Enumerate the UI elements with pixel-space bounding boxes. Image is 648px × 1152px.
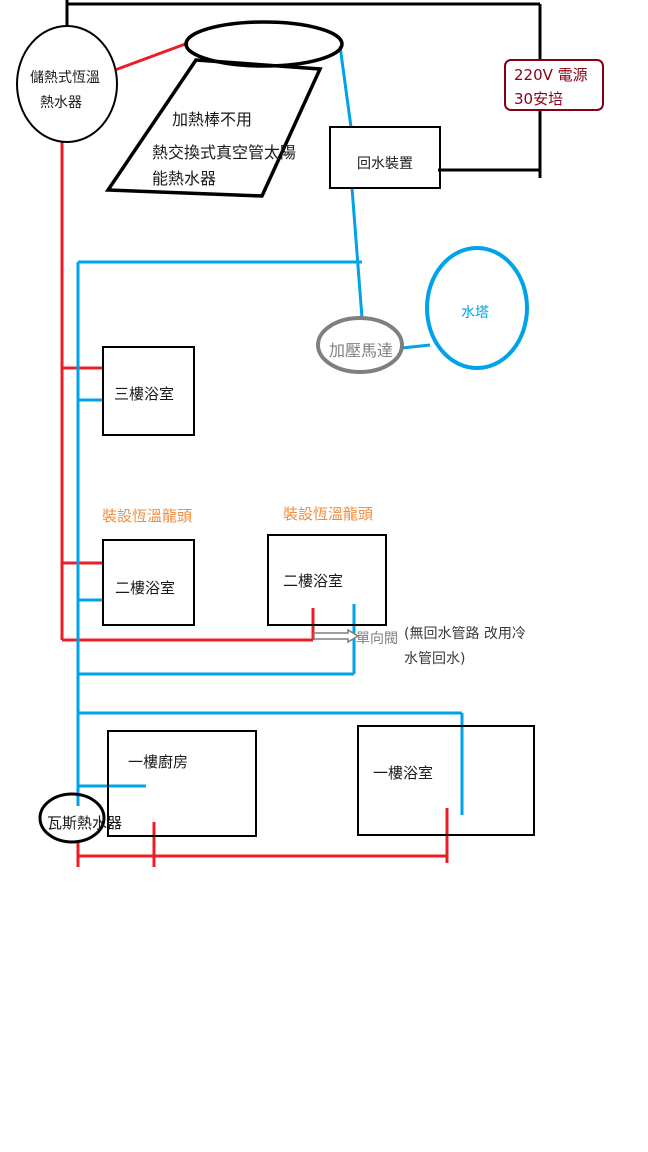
power-supply-label-2: 30安培 bbox=[514, 90, 563, 108]
check-valve-note-2: 水管回水) bbox=[404, 651, 465, 667]
power-supply-box bbox=[504, 59, 604, 111]
check-valve-arrow-icon bbox=[313, 628, 360, 644]
check-valve-label: 單向閥 bbox=[356, 631, 398, 647]
bath-2f-left-note: 裝設恆溫龍頭 bbox=[102, 507, 192, 525]
power-wiring bbox=[65, 0, 542, 178]
solar-heater-label-1: 加熱棒不用 bbox=[172, 110, 252, 129]
bath-2f-left-label: 二樓浴室 bbox=[115, 579, 175, 597]
storage-heater-label-2: 熱水器 bbox=[40, 95, 82, 111]
kitchen-1f-box bbox=[107, 730, 257, 837]
return-device-box bbox=[329, 126, 441, 189]
bath-2f-right-box bbox=[267, 534, 387, 626]
water-tower-shape bbox=[425, 246, 529, 370]
solar-heater-label-3: 能熱水器 bbox=[152, 169, 216, 188]
kitchen-1f-label: 一樓廚房 bbox=[128, 753, 188, 771]
storage-heater-shape bbox=[16, 25, 118, 143]
cold-pipe-return-to-pump bbox=[350, 187, 364, 319]
bath-2f-right-note: 裝設恆溫龍頭 bbox=[283, 505, 373, 523]
bath-2f-right-label: 二樓浴室 bbox=[283, 572, 343, 590]
cold-water-pipes bbox=[76, 45, 464, 815]
booster-pump-shape bbox=[316, 316, 404, 374]
power-supply-label-1: 220V 電源 bbox=[514, 66, 588, 84]
cold-pipe-solar-to-return bbox=[338, 45, 353, 128]
hot-water-pipes bbox=[60, 41, 449, 867]
storage-heater-label-1: 儲熱式恆溫 bbox=[30, 70, 100, 86]
bath-2f-left-box bbox=[102, 539, 195, 626]
solar-heater-label-2: 熱交換式真空管太陽 bbox=[152, 143, 296, 162]
gas-heater-shape bbox=[38, 792, 106, 844]
hot-pipe-heater-to-solar bbox=[114, 41, 189, 72]
bath-3f-label: 三樓浴室 bbox=[114, 385, 174, 403]
water-tower-label: 水塔 bbox=[461, 305, 489, 321]
bath-1f-box bbox=[357, 725, 535, 836]
bath-3f-box bbox=[102, 346, 195, 436]
booster-pump-label: 加壓馬達 bbox=[329, 341, 393, 360]
bath-1f-label: 一樓浴室 bbox=[373, 764, 433, 782]
return-device-label: 回水裝置 bbox=[357, 156, 413, 172]
cold-pipe-pump-to-tower bbox=[401, 343, 431, 350]
check-valve-note-1: (無回水管路 改用冷 bbox=[404, 626, 526, 642]
solar-panel-shape bbox=[104, 58, 323, 198]
gas-heater-label: 瓦斯熱水器 bbox=[47, 814, 122, 832]
